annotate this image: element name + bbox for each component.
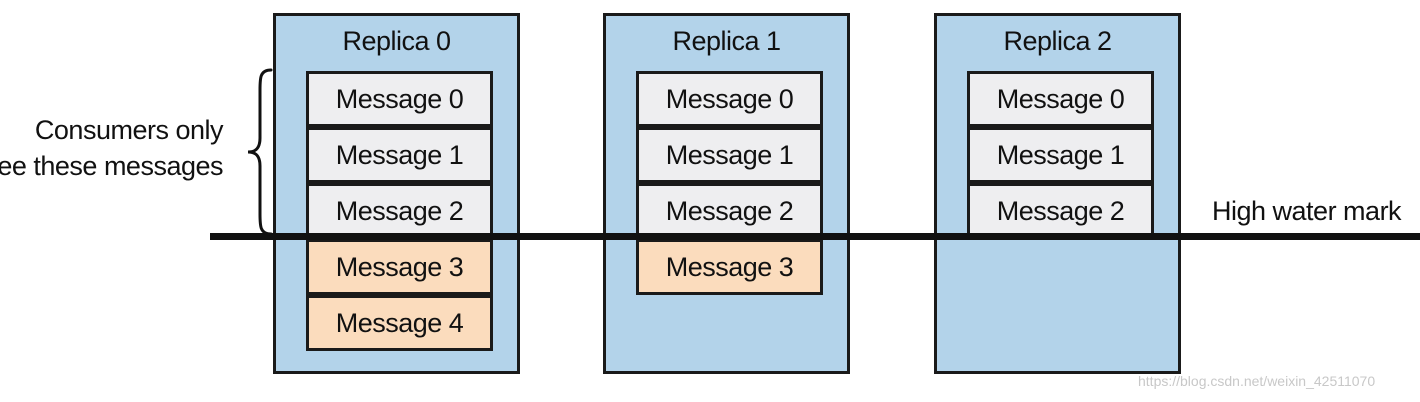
message-box: Message 0 — [636, 71, 823, 127]
consumers-note-line-2: see these messages — [0, 151, 223, 181]
message-box: Message 3 — [636, 239, 823, 295]
message-box: Message 2 — [967, 183, 1154, 239]
message-box: Message 4 — [306, 295, 493, 351]
replica-title: Replica 0 — [342, 26, 451, 56]
consumers-note-line-1: Consumers only — [34, 115, 224, 145]
message-box: Message 0 — [967, 71, 1154, 127]
message-box: Message 2 — [636, 183, 823, 239]
replica-title: Replica 1 — [672, 26, 781, 56]
message-box: Message 3 — [306, 239, 493, 295]
message-box: Message 1 — [306, 127, 493, 183]
replica-title: Replica 2 — [1003, 26, 1112, 56]
replica-1-box: Replica 1 Message 0 Message 1 Message 2 … — [603, 13, 850, 374]
message-box: Message 2 — [306, 183, 493, 239]
message-box: Message 1 — [967, 127, 1154, 183]
watermark-text: https://blog.csdn.net/weixin_42511070 — [1138, 373, 1376, 389]
replica-0-box: Replica 0 Message 0 Message 1 Message 2 … — [273, 13, 520, 374]
consumers-note: Consumers only see these messages — [0, 112, 223, 184]
high-water-mark-line — [210, 233, 1420, 240]
high-water-mark-label: High water mark — [1212, 196, 1402, 226]
message-box: Message 1 — [636, 127, 823, 183]
curly-brace-icon — [247, 68, 273, 236]
replica-2-box: Replica 2 Message 0 Message 1 Message 2 — [934, 13, 1181, 374]
message-box: Message 0 — [306, 71, 493, 127]
